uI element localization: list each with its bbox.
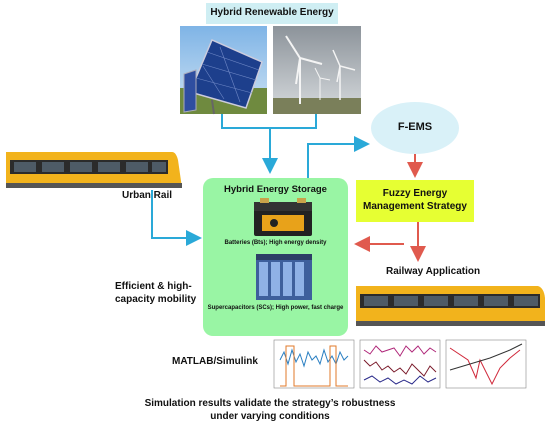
urban-rail-to-storage-arrow: [151, 190, 202, 246]
fuzzy-strategy-box: [356, 180, 474, 222]
wind-turbine-image: [273, 26, 361, 114]
storage-title: Hybrid Energy Storage: [224, 184, 327, 195]
simulation-plot-2: [359, 339, 441, 389]
title-box: [206, 3, 338, 24]
conclusion-text: Simulation results validate the strategy…: [144, 398, 396, 422]
urban-rail-label: Urban Rail: [122, 190, 173, 201]
supercapacitor-image: [256, 254, 312, 300]
mobility-label: Efficient & high-capacity mobility: [115, 281, 197, 305]
supercapacitors-label: Supercapacitors (SCs); High power, fast …: [207, 305, 344, 311]
train-image: [6, 152, 182, 188]
simulation-plot-1: [273, 339, 355, 389]
page-title: Hybrid Renewable Energy: [210, 7, 334, 18]
battery-image: [254, 198, 312, 236]
fems-label: F-EMS: [397, 121, 433, 133]
fuzzy-strategy-label: Fuzzy Energy Management Strategy: [363, 188, 467, 212]
renewable-to-storage-arrow: [221, 114, 317, 174]
railway-application-label: Railway Application: [386, 266, 481, 277]
solar-panel-image: [180, 26, 267, 115]
batteries-label: Batteries (Bts); High energy density: [224, 240, 327, 246]
storage-to-fems-arrow: [307, 136, 370, 186]
simulation-plot-3: [445, 339, 527, 389]
railway-train-image: [356, 286, 545, 326]
matlab-label: MATLAB/Simulink: [172, 356, 258, 367]
fems-node: [371, 102, 459, 154]
